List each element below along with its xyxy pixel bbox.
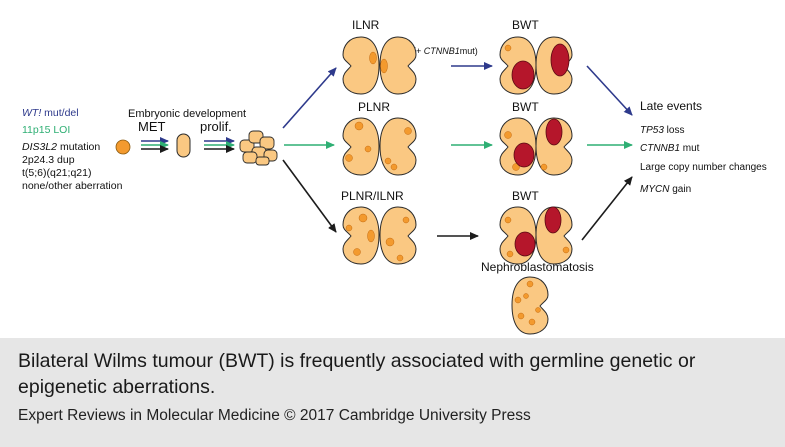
aberration-2p24-dup: 2p24.3 dup — [22, 154, 75, 166]
late-events: Late events TP53 loss CTNNB1 mut Large c… — [640, 99, 767, 195]
nephrogenic-rest — [384, 157, 392, 165]
kidney-plnr-right — [379, 117, 417, 176]
nephrogenic-rest — [404, 127, 412, 135]
nephrogenic-rest — [526, 280, 534, 288]
late-event-ctnnb1: CTNNB1 mut — [640, 143, 700, 154]
nephrogenic-rest — [562, 246, 570, 254]
late-event-tp53: TP53 loss — [640, 125, 684, 136]
mesenchymal-cell — [176, 133, 191, 158]
plnr-ilnr-label: PLNR/ILNR — [341, 189, 404, 203]
nephrogenic-rest — [396, 254, 404, 262]
nephroblastomatosis-label: Nephroblastomatosis — [481, 260, 594, 274]
nephrogenic-rest — [528, 318, 536, 326]
kidney-bwt-top-right — [535, 36, 573, 95]
nephrogenic-rest — [345, 224, 353, 232]
tumour — [550, 43, 570, 77]
nephrogenic-rest — [523, 293, 529, 299]
kidney-bwt-middle-left — [499, 117, 537, 176]
figure-caption: Bilateral Wilms tumour (BWT) is frequent… — [18, 350, 696, 398]
kidney-outline — [535, 117, 573, 176]
nephrogenic-rest — [367, 229, 375, 243]
kidney-bwt-top-left — [499, 36, 537, 95]
nephrogenic-rest — [540, 163, 548, 171]
tumour — [511, 60, 535, 90]
late-events-title: Late events — [640, 99, 702, 113]
branch-arrow-ilnr — [282, 67, 337, 129]
aberration-11p15: 11p15 LOI — [22, 124, 70, 136]
kidney-outline — [379, 117, 417, 176]
tumour — [544, 206, 562, 234]
bwt-label-top: BWT — [512, 18, 539, 32]
branch-arrow-plnr-ilnr — [282, 159, 337, 233]
embryonic-development-label: Embryonic development — [128, 108, 246, 120]
kidney-outline — [342, 117, 380, 176]
bwt-label-bottom: BWT — [512, 189, 539, 203]
late-event-mycn: MYCN gain — [640, 184, 691, 195]
nephrogenic-rest — [514, 296, 522, 304]
nephrogenic-rest — [345, 154, 353, 162]
nephrogenic-rest — [504, 44, 512, 52]
nephrogenic-rest — [390, 163, 398, 171]
kidney-outline — [511, 276, 549, 335]
nephrogenic-rest — [402, 216, 410, 224]
kidney-group — [342, 36, 573, 335]
publisher-credit: Expert Reviews in Molecular Medicine © 2… — [18, 407, 531, 424]
aberration-translocation: t(5;6)(q21;q21) — [22, 167, 91, 179]
ctnnb1-note: (+ CTNNB1mut) — [413, 46, 478, 56]
nephrogenic-rest — [506, 250, 514, 258]
late-arrow-navy — [586, 65, 633, 116]
plnr-label: PLNR — [358, 100, 390, 114]
kidney-outline — [342, 36, 380, 95]
diagram-svg: WT! mut/del 11p15 LOI DIS3L2 mutation 2p… — [22, 18, 767, 335]
kidney-ilnr-left — [342, 36, 380, 95]
kidney-bwt-bottom-right — [535, 206, 573, 265]
met-label: MET — [138, 119, 166, 134]
nephrogenic-rest — [517, 312, 525, 320]
aberration-list: WT! mut/del 11p15 LOI DIS3L2 mutation 2p… — [22, 107, 123, 192]
aberration-wt1: WT! mut/del — [22, 107, 79, 119]
caption-panel: Bilateral Wilms tumour (BWT) is frequent… — [0, 338, 785, 447]
kidney-plnr-ilnr-left — [342, 206, 380, 265]
tumour — [513, 142, 535, 168]
kidney-outline — [379, 36, 417, 95]
proliferating-cell-cluster — [239, 130, 278, 166]
aberration-dis3l2: DIS3L2 mutation — [22, 141, 100, 153]
stem-cell — [115, 139, 131, 155]
nephrogenic-rest — [535, 307, 541, 313]
kidney-plnr-ilnr-right — [379, 206, 417, 265]
nephrogenic-rest — [358, 213, 368, 223]
diagram-panel: WT! mut/del 11p15 LOI DIS3L2 mutation 2p… — [22, 18, 767, 335]
nephrogenic-rest — [369, 51, 377, 65]
kidney-nephroblastomatosis — [511, 276, 549, 335]
kidney-plnr-left — [342, 117, 380, 176]
kidney-bwt-middle-right — [535, 117, 573, 176]
kidney-bwt-bottom-left — [499, 206, 537, 265]
late-arrow-black — [581, 176, 633, 241]
tumour — [545, 118, 563, 146]
ilnr-label: ILNR — [352, 18, 380, 32]
nephrogenic-rest — [504, 131, 512, 139]
nephrogenic-rest — [354, 121, 364, 131]
bwt-label-middle: BWT — [512, 100, 539, 114]
kidney-ilnr-right — [379, 36, 417, 95]
aberration-none-other: none/other aberration — [22, 180, 123, 192]
embryonic-development-stage: Embryonic development MET prolif. — [115, 108, 278, 166]
nephrogenic-rest — [385, 237, 395, 247]
nephrogenic-rest — [364, 145, 372, 153]
tumour — [514, 231, 536, 257]
nephrogenic-rest — [512, 163, 520, 171]
nephrogenic-rest — [353, 248, 361, 256]
nephrogenic-rest — [380, 58, 388, 74]
kidney-outline — [342, 206, 380, 265]
nephrogenic-rest — [504, 216, 512, 224]
late-event-copy-number: Large copy number changes — [640, 162, 767, 173]
prolif-label: prolif. — [200, 119, 232, 134]
